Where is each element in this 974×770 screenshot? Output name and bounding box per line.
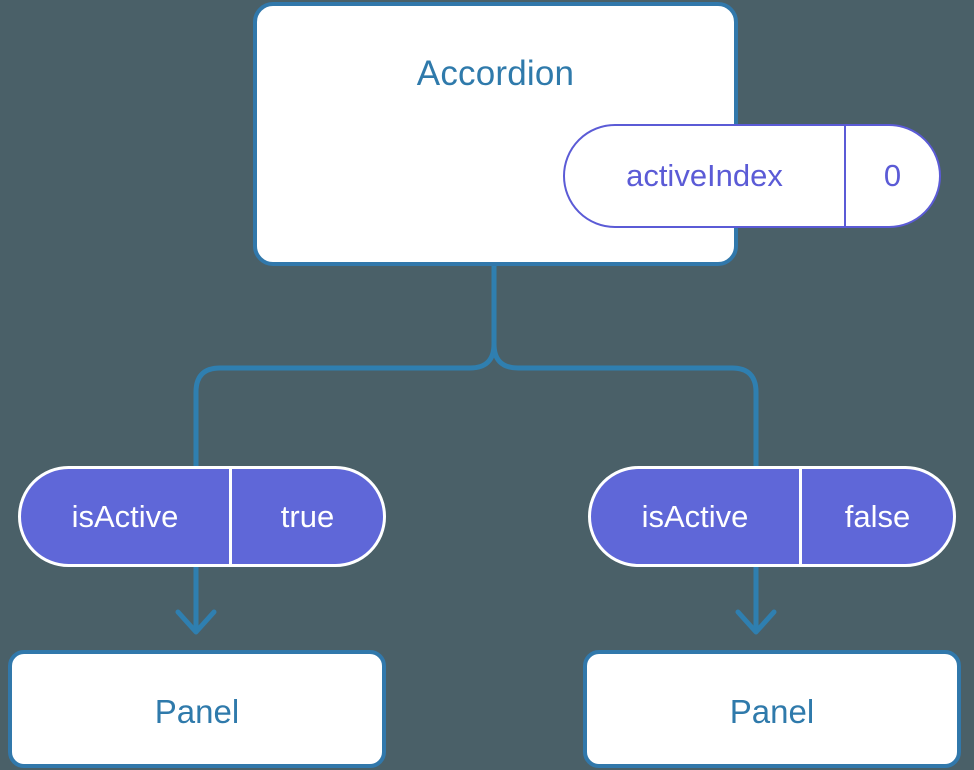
connector-branch-right xyxy=(491,341,759,469)
panel-node-left[interactable]: Panel xyxy=(8,650,386,768)
child-prop-value-left: true xyxy=(280,498,335,534)
accordion-state-value: 0 xyxy=(883,158,902,193)
panel-label-left: Panel xyxy=(154,693,240,730)
child-prop-key-right: isActive xyxy=(591,469,802,564)
child-prop-pill-right[interactable]: isActive false xyxy=(588,466,956,567)
accordion-node[interactable]: Accordion activeIndex 0 xyxy=(253,2,941,266)
child-prop-value-right: false xyxy=(844,498,911,534)
child-prop-pill-left[interactable]: isActive true xyxy=(18,466,386,567)
accordion-state-pill[interactable]: activeIndex 0 xyxy=(563,124,941,228)
accordion-title: Accordion xyxy=(416,54,575,93)
panel-node-right[interactable]: Panel xyxy=(583,650,961,768)
arrow-head-right-icon xyxy=(735,609,777,635)
panel-label-right: Panel xyxy=(729,693,815,730)
accordion-state-key: activeIndex xyxy=(565,126,846,226)
child-prop-key-left: isActive xyxy=(21,469,232,564)
arrow-head-left-icon xyxy=(175,609,217,635)
connector-branch-left xyxy=(193,341,497,469)
